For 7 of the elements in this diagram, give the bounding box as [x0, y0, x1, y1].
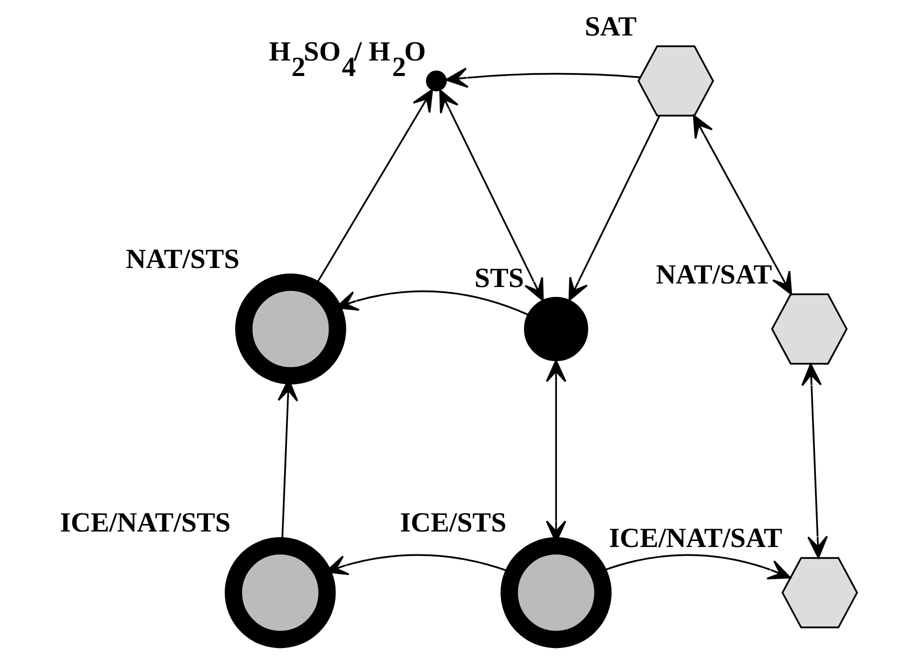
node-label: SAT — [584, 11, 637, 42]
node-label: STS — [474, 263, 524, 294]
node-label: ICE/NAT/STS — [60, 508, 231, 539]
node-label: NAT/STS — [126, 244, 240, 275]
node-label: ICE/STS — [400, 508, 506, 539]
node-label: NAT/SAT — [656, 260, 772, 291]
node-label: ICE/NAT/SAT — [608, 523, 782, 554]
